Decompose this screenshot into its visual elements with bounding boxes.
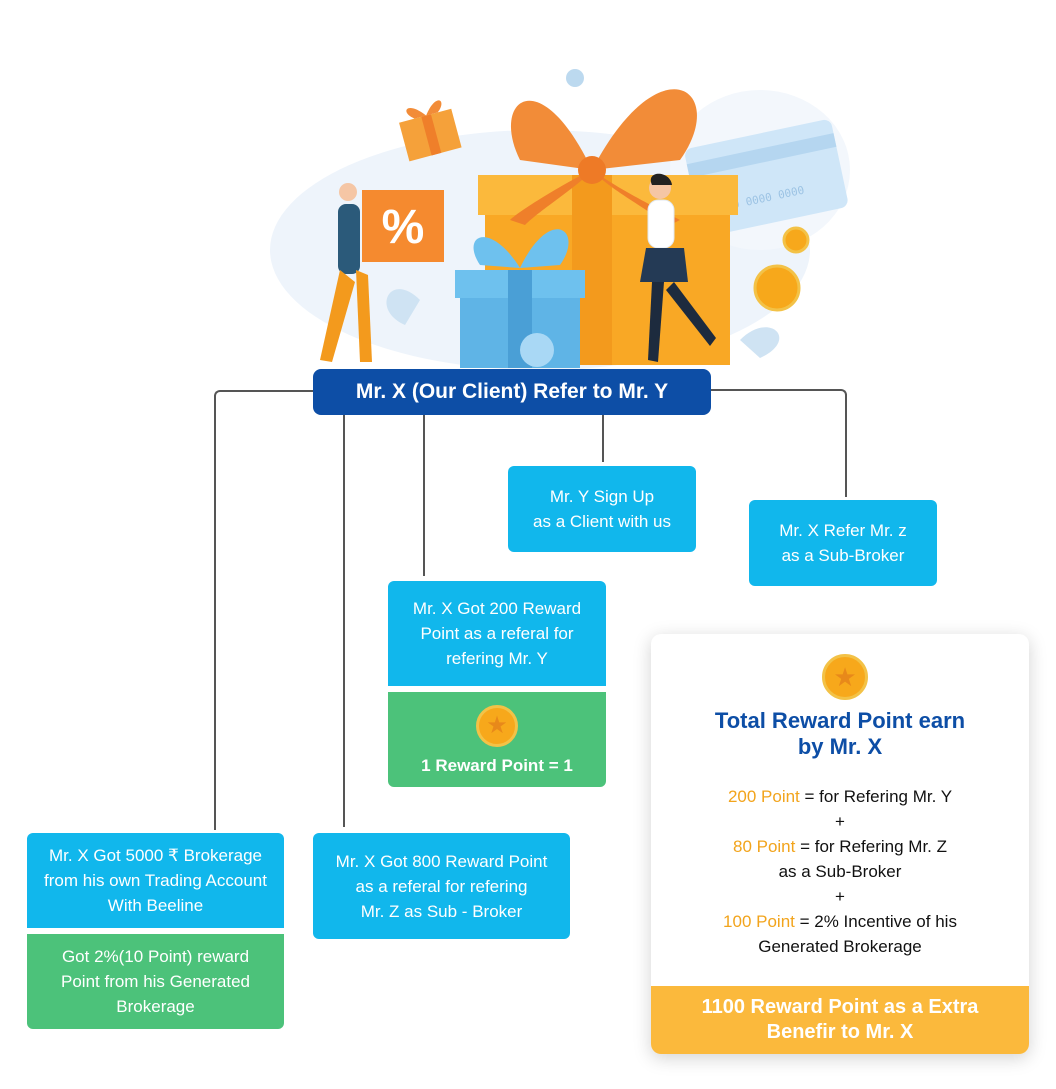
reward-200-line-1: Mr. X Got 200 Reward: [412, 599, 582, 618]
summary-title: Total Reward Point earn by Mr. X: [651, 708, 1029, 760]
reward-800-line-1: Mr. X Got 800 Reward Point: [335, 851, 548, 871]
brokerage-box: Mr. X Got 5000 ₹ Brokerage from his own …: [27, 833, 284, 928]
incentive-line-3: Brokerage: [116, 997, 195, 1016]
incentive-box: Got 2%(10 Point) reward Point from his G…: [27, 934, 284, 1029]
summary-plus-1: +: [835, 812, 845, 831]
conversion-box: ★ 1 Reward Point = 1: [388, 692, 606, 787]
connector-signup: [602, 415, 604, 462]
reward-800-line-2: as a referal for refering: [355, 876, 528, 896]
summary-coin-icon: ★: [822, 654, 868, 700]
signup-line-2: as a Client with us: [533, 512, 671, 531]
summary-text-1: = for Refering Mr. Y: [799, 787, 953, 806]
brokerage-line-2: from his own Trading Account: [43, 871, 267, 890]
summary-points-100: 100 Point: [723, 912, 795, 931]
summary-text-3: = 2% Incentive of his: [794, 912, 957, 931]
summary-card: ★ Total Reward Point earn by Mr. X 200 P…: [651, 634, 1029, 1054]
connector-left-inner: [343, 415, 345, 827]
reward-800-line-3: Mr. Z as Sub - Broker: [360, 901, 523, 921]
conversion-text: 1 Reward Point = 1: [421, 756, 573, 775]
summary-footer: 1100 Reward Point as a Extra Benefir to …: [651, 986, 1029, 1054]
summary-line-1: 200 Point = for Refering Mr. Y: [651, 784, 1029, 809]
connector-left-outer: [214, 390, 316, 830]
reward-200-line-3: refering Mr. Y: [446, 649, 548, 668]
percent-sign: %: [382, 201, 425, 254]
incentive-line-2: Point from his Generated: [61, 972, 250, 991]
summary-footer-line-2: Benefir to Mr. X: [766, 1021, 914, 1043]
summary-footer-line-1: 1100 Reward Point as a Extra: [701, 996, 979, 1018]
summary-title-line-2: by Mr. X: [797, 734, 883, 759]
brokerage-line-3: With Beeline: [107, 896, 204, 915]
summary-line-2: 80 Point = for Refering Mr. Z: [651, 834, 1029, 859]
refer-subbroker-box: Mr. X Refer Mr. z as a Sub-Broker: [749, 500, 937, 586]
connector-middle: [423, 415, 425, 576]
refer-subbroker-line-1: Mr. X Refer Mr. z: [779, 521, 907, 540]
reward-800-box: Mr. X Got 800 Reward Point as a referal …: [313, 833, 570, 939]
summary-text-2b: as a Sub-Broker: [778, 862, 902, 881]
coin-star-icon: ★: [476, 705, 518, 747]
reward-200-line-2: Point as a referal for: [420, 624, 574, 643]
summary-points-80: 80 Point: [732, 837, 796, 856]
connector-right: [711, 389, 847, 497]
brokerage-line-1: Mr. X Got 5000 ₹ Brokerage: [48, 846, 263, 865]
signup-line-1: Mr. Y Sign Up: [549, 487, 655, 506]
summary-text-2: = for Refering Mr. Z: [795, 837, 948, 856]
incentive-line-1: Got 2%(10 Point) reward: [61, 947, 250, 966]
refer-subbroker-line-2: as a Sub-Broker: [781, 546, 905, 565]
gift-illustration: 00 0000 0000 %: [270, 69, 850, 370]
signup-box: Mr. Y Sign Up as a Client with us: [508, 466, 696, 552]
reward-200-box: Mr. X Got 200 Reward Point as a referal …: [388, 581, 606, 686]
summary-title-line-1: Total Reward Point earn: [714, 708, 966, 733]
summary-line-3: 100 Point = 2% Incentive of his: [651, 909, 1029, 934]
summary-text-3b: Generated Brokerage: [758, 937, 922, 956]
referral-title: Mr. X (Our Client) Refer to Mr. Y: [313, 369, 711, 415]
summary-plus-2: +: [835, 887, 845, 906]
summary-points-200: 200 Point: [727, 787, 800, 806]
